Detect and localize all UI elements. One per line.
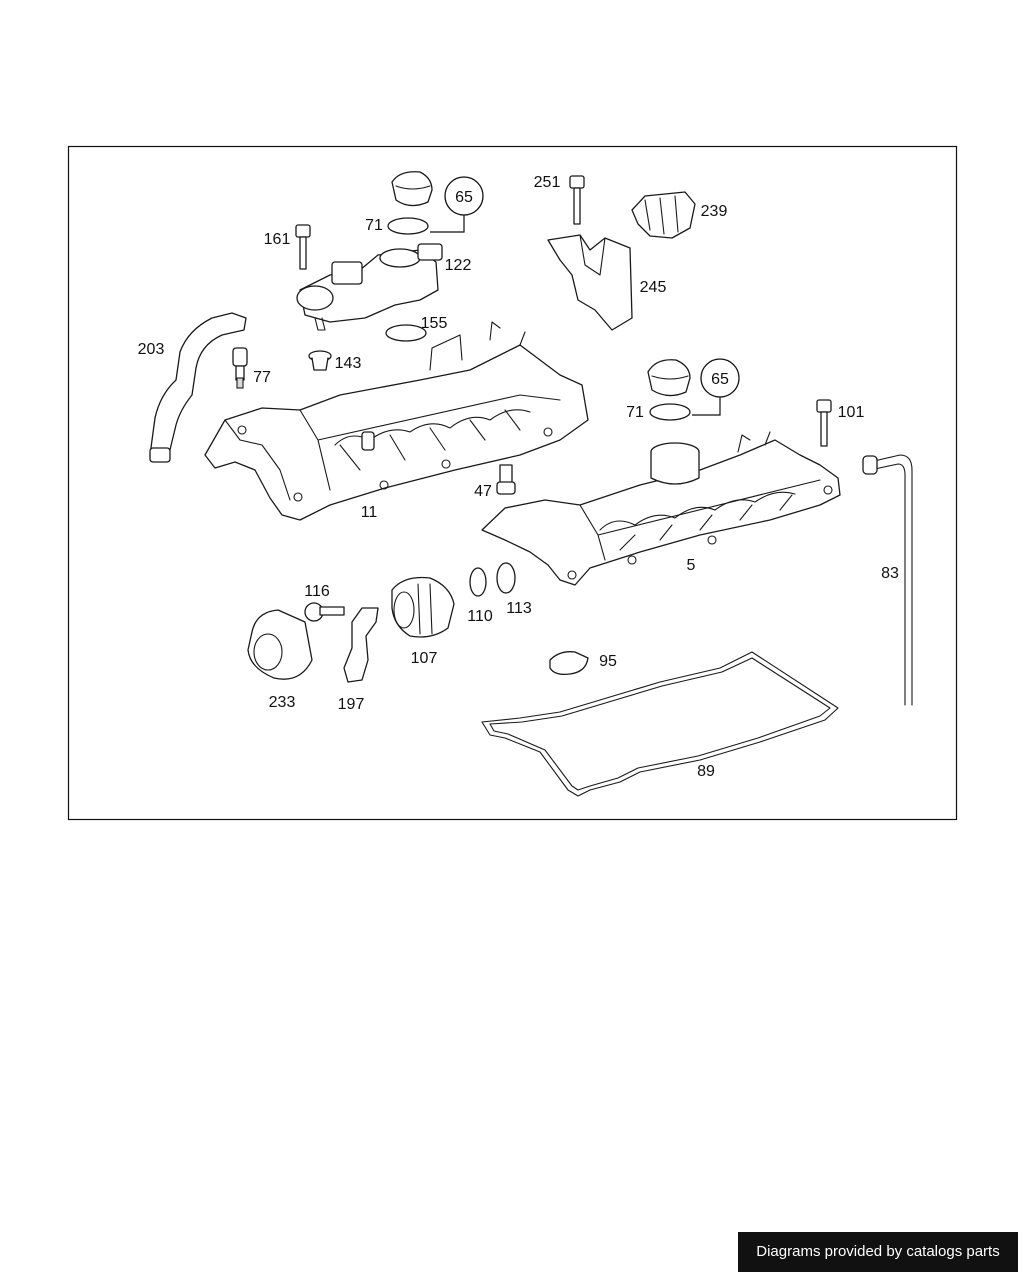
label-203: 203: [138, 341, 165, 358]
leader-65-upper: [430, 215, 465, 233]
bolt-47: [496, 464, 516, 495]
label-113: 113: [506, 600, 532, 617]
breather-tube: [862, 454, 913, 706]
label-65-upper: 65: [455, 189, 473, 206]
right-valve-cover: [481, 431, 841, 586]
bracket-245: [547, 234, 633, 331]
label-65-lower: 65: [711, 371, 729, 388]
label-101: 101: [838, 404, 865, 421]
valve-107: [391, 576, 455, 638]
o-ring-110: [469, 567, 487, 597]
label-116: 116: [304, 583, 330, 600]
label-11: 11: [361, 504, 378, 521]
oil-separator-housing: [296, 243, 443, 331]
gasket: [481, 651, 839, 797]
sensor-77: [232, 347, 248, 389]
label-197: 197: [338, 696, 365, 713]
label-122: 122: [445, 257, 472, 274]
seal-95: [549, 651, 589, 676]
o-ring-155: [385, 324, 427, 342]
label-89: 89: [697, 763, 715, 780]
o-ring-71-lower: [649, 403, 691, 421]
pipe-197: [343, 607, 379, 683]
oil-cap-upper: [391, 171, 433, 207]
label-5: 5: [687, 557, 696, 574]
label-77: 77: [253, 369, 271, 386]
plug-143: [308, 350, 332, 371]
label-110: 110: [467, 608, 493, 625]
credit-banner: Diagrams provided by catalogs parts: [738, 1232, 1018, 1272]
hose-203: [149, 312, 247, 463]
bolt-251: [569, 175, 585, 225]
label-143: 143: [335, 355, 362, 372]
bolt-101: [816, 399, 832, 447]
o-ring-71-upper: [387, 217, 429, 235]
label-95: 95: [599, 653, 617, 670]
clip-239: [631, 191, 696, 239]
label-251: 251: [534, 174, 561, 191]
bolt-116: [304, 602, 345, 622]
label-71-upper: 71: [365, 217, 383, 234]
label-47: 47: [474, 483, 492, 500]
label-245: 245: [640, 279, 667, 296]
oil-cap-lower: [647, 359, 691, 397]
label-155: 155: [421, 315, 448, 332]
bolt-161: [295, 224, 311, 270]
cap-233: [247, 609, 313, 680]
label-239: 239: [701, 203, 728, 220]
label-161: 161: [264, 231, 291, 248]
label-83: 83: [881, 565, 899, 582]
left-valve-cover: [204, 321, 589, 521]
label-107: 107: [411, 650, 438, 667]
o-ring-113: [496, 562, 516, 594]
label-71-lower: 71: [626, 404, 644, 421]
label-233: 233: [269, 694, 296, 711]
leader-65-lower: [692, 397, 721, 416]
